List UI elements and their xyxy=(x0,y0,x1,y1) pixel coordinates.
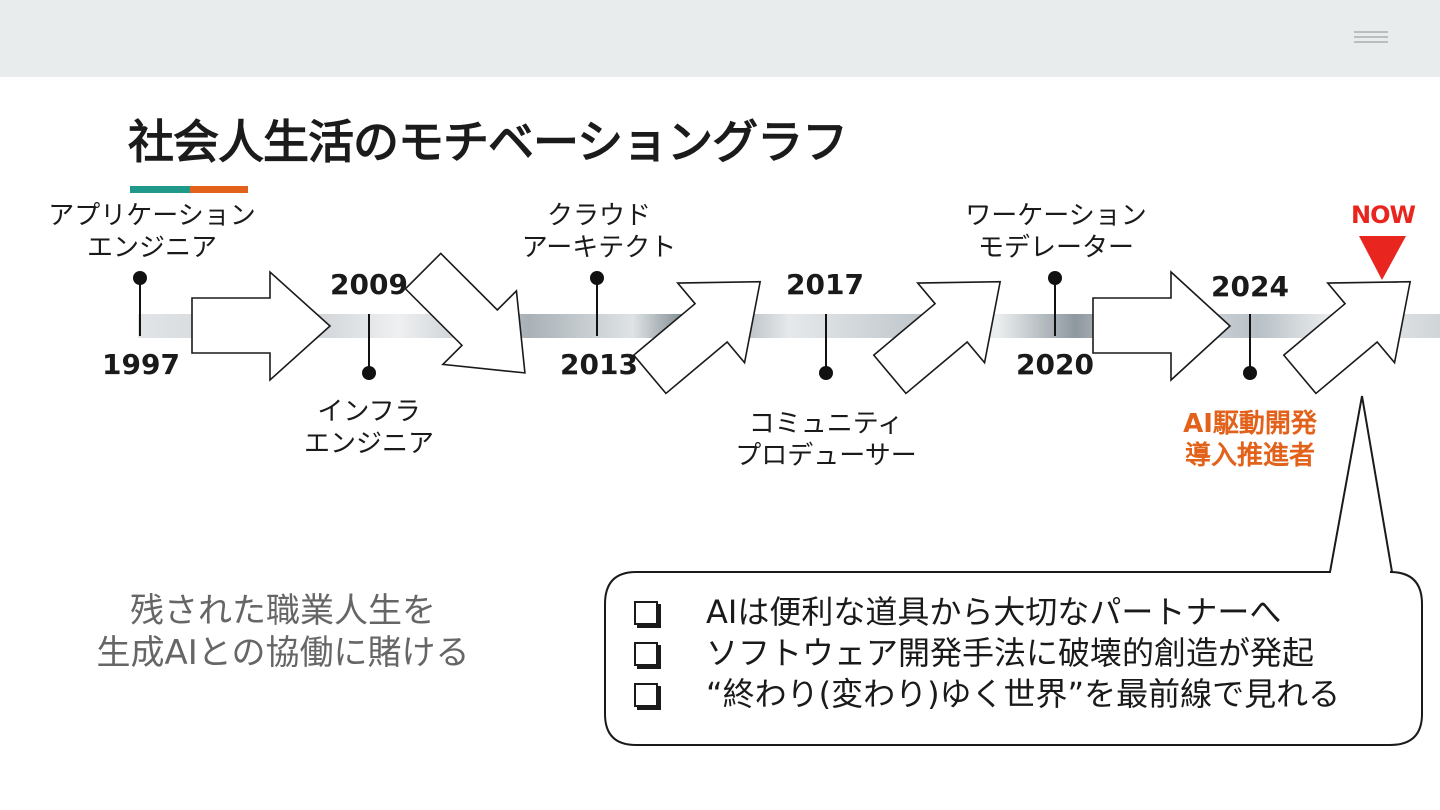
timeline-stem xyxy=(825,314,827,372)
bullet-list: AIは便利な道具から大切なパートナーへ ソフトウェア開発手法に破壊的創造が発起 … xyxy=(632,592,1340,715)
role-label-current: AI駆動開発 導入推進者 xyxy=(1183,408,1317,472)
role-label: クラウド アーキテクト xyxy=(522,200,676,264)
arrow-right-icon xyxy=(191,270,332,382)
role-line: アーキテクト xyxy=(521,233,677,263)
checkbox-icon xyxy=(634,641,658,666)
year-label: 1997 xyxy=(102,348,180,381)
timeline-stem xyxy=(368,314,370,372)
bullet-text: ソフトウェア開発手法に破壊的創造が発起 xyxy=(706,634,1315,672)
speech-bubble xyxy=(604,395,1423,746)
title-underline-teal xyxy=(130,186,190,193)
year-label: 2017 xyxy=(786,268,864,301)
bullet-text: AIは便利な道具から大切なパートナーへ xyxy=(706,593,1282,631)
checkbox-icon xyxy=(634,682,658,707)
now-label: NOW xyxy=(1351,201,1416,229)
role-line: エンジニア xyxy=(86,233,218,263)
left-message: 残された職業人生を 生成AIとの協働に賭ける xyxy=(97,590,470,674)
timeline-dot xyxy=(1048,271,1062,285)
role-line: アプリケーション xyxy=(48,201,256,231)
role-line: コミュニティ xyxy=(748,409,904,439)
bullet-text: “終わり(変わり)ゆく世界”を最前線で見れる xyxy=(706,675,1341,713)
role-line: プロデューサー xyxy=(735,441,917,471)
year-label: 2020 xyxy=(1016,348,1094,381)
year-label: 2024 xyxy=(1211,270,1289,303)
top-bar xyxy=(0,0,1440,77)
list-item: AIは便利な道具から大切なパートナーへ xyxy=(632,592,1340,633)
timeline-stem xyxy=(139,282,141,336)
timeline-dot xyxy=(133,271,147,285)
role-line: ワーケーション xyxy=(965,201,1147,231)
role-label: ワーケーション モデレーター xyxy=(965,200,1146,264)
timeline-dot xyxy=(819,366,833,380)
page-title: 社会人生活のモチベーショングラフ xyxy=(128,115,848,169)
arrow-up-right-icon xyxy=(1282,280,1412,395)
arrow-right-icon xyxy=(1092,270,1232,382)
timeline-dot xyxy=(590,271,604,285)
year-label: 2009 xyxy=(330,268,408,301)
title-underline-orange xyxy=(190,186,248,193)
list-item: “終わり(変わり)ゆく世界”を最前線で見れる xyxy=(632,674,1340,715)
role-line: AI駆動開発 xyxy=(1183,409,1317,439)
triangle-down-icon xyxy=(1359,236,1406,280)
left-message-line: 生成AIとの協働に賭ける xyxy=(96,633,470,673)
hamburger-icon[interactable] xyxy=(1354,31,1388,45)
role-label: インフラ エンジニア xyxy=(304,396,434,460)
timeline-stem xyxy=(596,282,598,336)
role-label: コミュニティ プロデューサー xyxy=(735,408,916,472)
role-line: エンジニア xyxy=(303,429,435,459)
timeline-dot xyxy=(1243,366,1257,380)
arrow-down-right-icon xyxy=(404,252,526,374)
role-line: 導入推進者 xyxy=(1184,441,1316,471)
timeline-stem xyxy=(1054,282,1056,336)
timeline-dot xyxy=(362,366,376,380)
role-label: アプリケーション エンジニア xyxy=(48,200,255,264)
year-label: 2013 xyxy=(560,348,638,381)
role-line: インフラ xyxy=(317,397,421,427)
left-message-line: 残された職業人生を xyxy=(129,591,436,631)
arrow-up-right-icon xyxy=(632,280,762,395)
list-item: ソフトウェア開発手法に破壊的創造が発起 xyxy=(632,633,1340,674)
checkbox-icon xyxy=(634,600,658,625)
role-line: クラウド xyxy=(546,201,652,231)
role-line: モデレーター xyxy=(977,233,1135,263)
timeline-stem xyxy=(1249,314,1251,372)
arrow-up-right-icon xyxy=(872,280,1002,395)
